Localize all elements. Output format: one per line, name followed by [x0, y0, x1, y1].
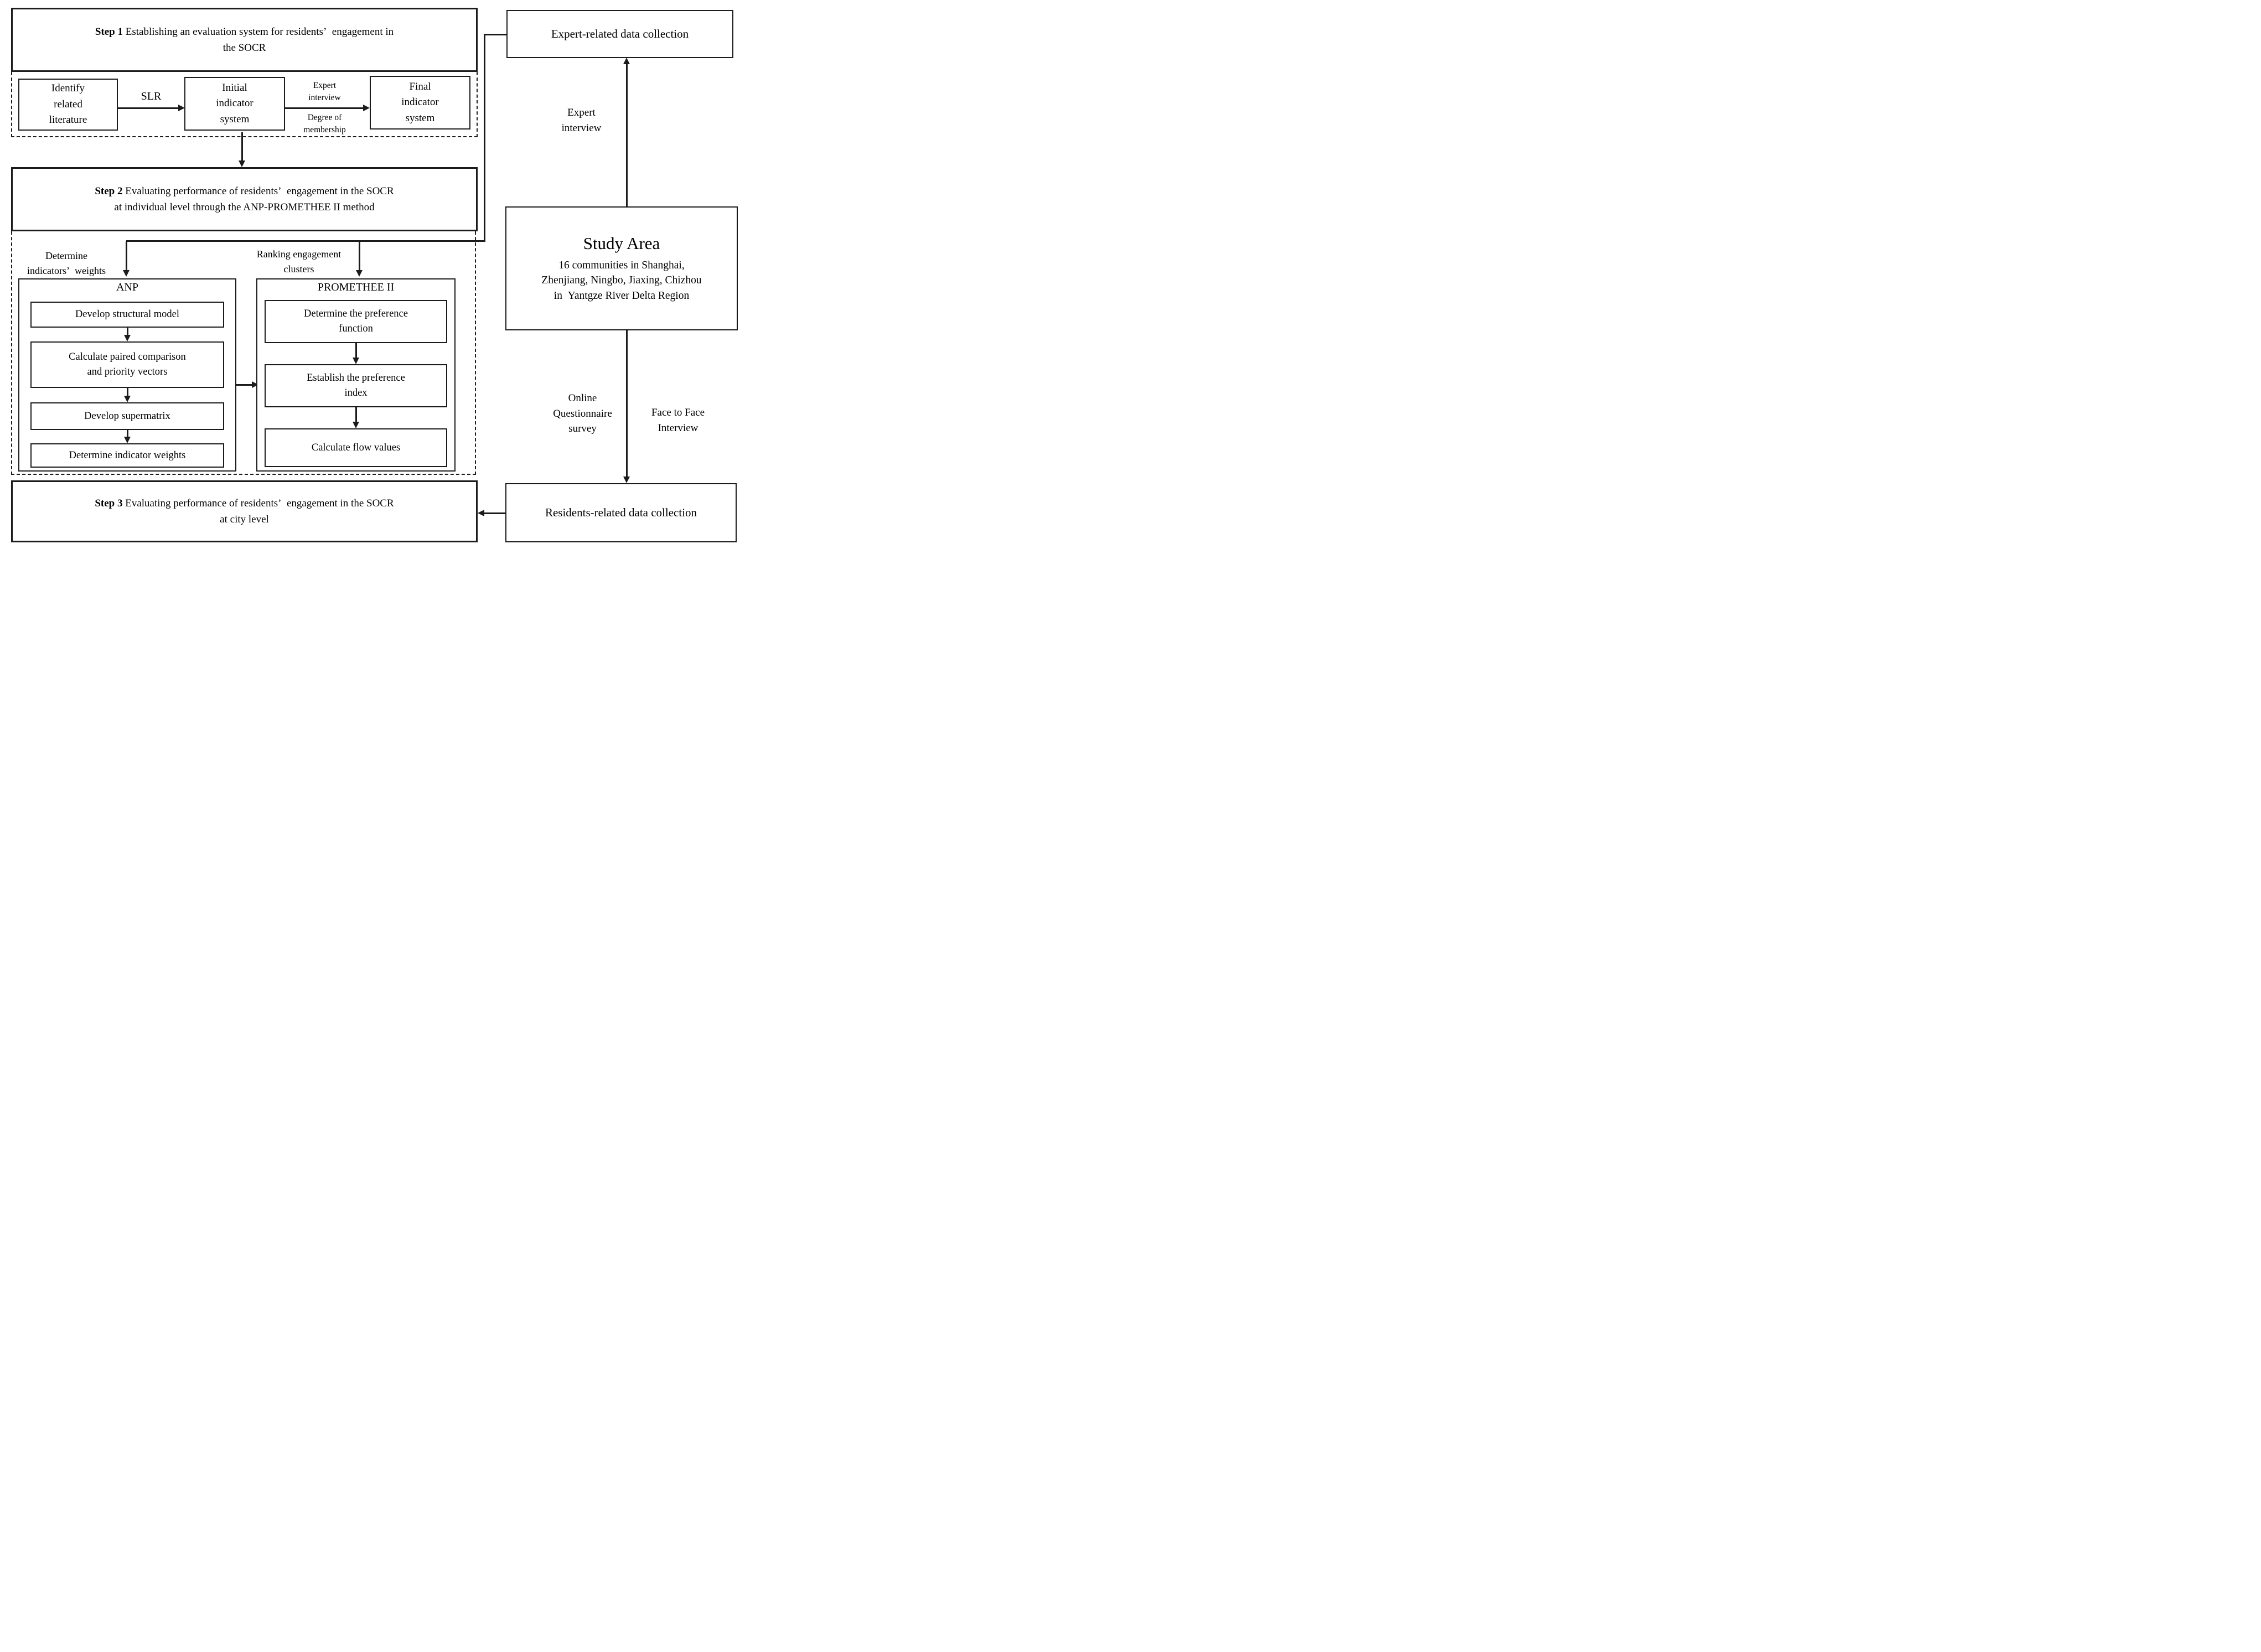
anp-branch-arrow-line	[126, 241, 127, 271]
expert-interview-arrowhead-icon	[363, 105, 370, 111]
promethee-arrow-2-line	[355, 407, 357, 422]
expert-interview-arrow-vertical-line	[626, 64, 628, 206]
expert-interview-arrow-line	[285, 107, 364, 109]
step1-box: Step 1 Establishing an evaluation system…	[11, 8, 478, 72]
final-indicator-label: Final indicator system	[401, 80, 439, 124]
slr-arrow-line	[118, 107, 179, 109]
promethee-arrow-1-head-icon	[353, 358, 359, 364]
promethee-arrow-1-line	[355, 343, 357, 358]
identify-literature-box: Identify related literature	[18, 79, 118, 131]
step2-title: Step 2 Evaluating performance of residen…	[95, 185, 394, 213]
step3-title: Step 3 Evaluating performance of residen…	[95, 497, 394, 525]
anp-to-promethee-arrow-line	[236, 384, 253, 386]
promethee-branch-arrowhead-icon	[356, 270, 363, 277]
residents-collection-label: Residents-related data collection	[545, 506, 697, 519]
promethee-step-box-1: Determine the preference function	[265, 300, 447, 343]
survey-arrow-vertical-line	[626, 330, 628, 478]
methodology-flowchart: Step 1 Establishing an evaluation system…	[0, 0, 754, 551]
anp-step-label-4: Determine indicator weights	[69, 449, 186, 461]
anp-arrow-2-head-icon	[124, 396, 131, 402]
promethee-step-box-3: Calculate flow values	[265, 428, 447, 467]
anp-branch-arrowhead-icon	[123, 270, 130, 277]
promethee-title: PROMETHEE II	[317, 281, 395, 293]
step3-box: Step 3 Evaluating performance of residen…	[11, 480, 478, 542]
expert-riser-stub	[484, 34, 506, 35]
expert-interview-arrow-label-top: Expert interview	[308, 81, 341, 102]
anp-arrow-1-line	[127, 328, 128, 335]
study-area-description: 16 communities in Shanghai, Zhenjiang, N…	[541, 260, 702, 302]
online-questionnaire-label: Online Questionnaire survey	[553, 392, 612, 435]
face-to-face-label: Face to Face Interview	[651, 407, 705, 434]
residents-to-step3-arrowhead-icon	[478, 510, 484, 516]
anp-step-box-4: Determine indicator weights	[30, 443, 224, 468]
survey-down-arrowhead-icon	[623, 477, 630, 483]
ranking-clusters-label: Ranking engagement clusters	[256, 248, 342, 275]
expert-riser-line	[484, 34, 485, 241]
final-indicator-box: Final indicator system	[370, 76, 470, 130]
anp-arrow-1-head-icon	[124, 335, 131, 341]
step2-dashed-region	[11, 231, 476, 475]
step1-dashed-region	[11, 72, 478, 137]
anp-step-box-1: Develop structural model	[30, 302, 224, 328]
expert-collection-label: Expert-related data collection	[551, 27, 689, 40]
anp-step-box-3: Develop supermatrix	[30, 402, 224, 430]
promethee-step-label-2: Establish the preference index	[307, 372, 405, 398]
study-area-box: Study Area 16 communities in Shanghai, Z…	[505, 206, 738, 330]
initial-indicator-box: Initial indicator system	[184, 77, 285, 131]
initial-indicator-label: Initial indicator system	[216, 81, 253, 125]
expert-collection-box: Expert-related data collection	[506, 10, 733, 58]
anp-step-label-2: Calculate paired comparison and priority…	[69, 351, 186, 377]
promethee-step-label-3: Calculate flow values	[311, 442, 401, 453]
study-area-title: Study Area	[583, 234, 660, 253]
promethee-step-box-2: Establish the preference index	[265, 364, 447, 407]
promethee-arrow-2-head-icon	[353, 422, 359, 428]
expert-interview-label: Expert interview	[561, 107, 602, 134]
split-connector-line	[126, 240, 485, 242]
step1-title: Step 1 Establishing an evaluation system…	[95, 25, 394, 54]
step2-box: Step 2 Evaluating performance of residen…	[11, 167, 478, 231]
anp-step-label-3: Develop supermatrix	[84, 410, 170, 422]
slr-label: SLR	[141, 90, 162, 102]
promethee-branch-arrow-line	[359, 241, 360, 271]
expert-interview-arrow-label-bottom: Degree of membership	[303, 113, 346, 134]
determine-weights-label: Determine indicators’ weights	[27, 250, 106, 276]
anp-arrow-3-line	[127, 430, 128, 437]
anp-arrow-3-head-icon	[124, 437, 131, 443]
promethee-step-label-1: Determine the preference function	[304, 308, 408, 334]
step1-to-step2-arrowhead-icon	[239, 160, 245, 167]
identify-literature-label: Identify related literature	[49, 82, 87, 126]
anp-step-label-1: Develop structural model	[75, 309, 180, 320]
slr-arrowhead-icon	[178, 105, 185, 111]
residents-collection-box: Residents-related data collection	[505, 483, 737, 542]
expert-interview-up-arrowhead-icon	[623, 58, 630, 64]
anp-arrow-2-line	[127, 388, 128, 396]
anp-title: ANP	[116, 281, 138, 293]
residents-to-step3-arrow-line	[484, 512, 505, 514]
anp-step-box-2: Calculate paired comparison and priority…	[30, 341, 224, 388]
step1-to-step2-arrow-line	[241, 132, 243, 161]
